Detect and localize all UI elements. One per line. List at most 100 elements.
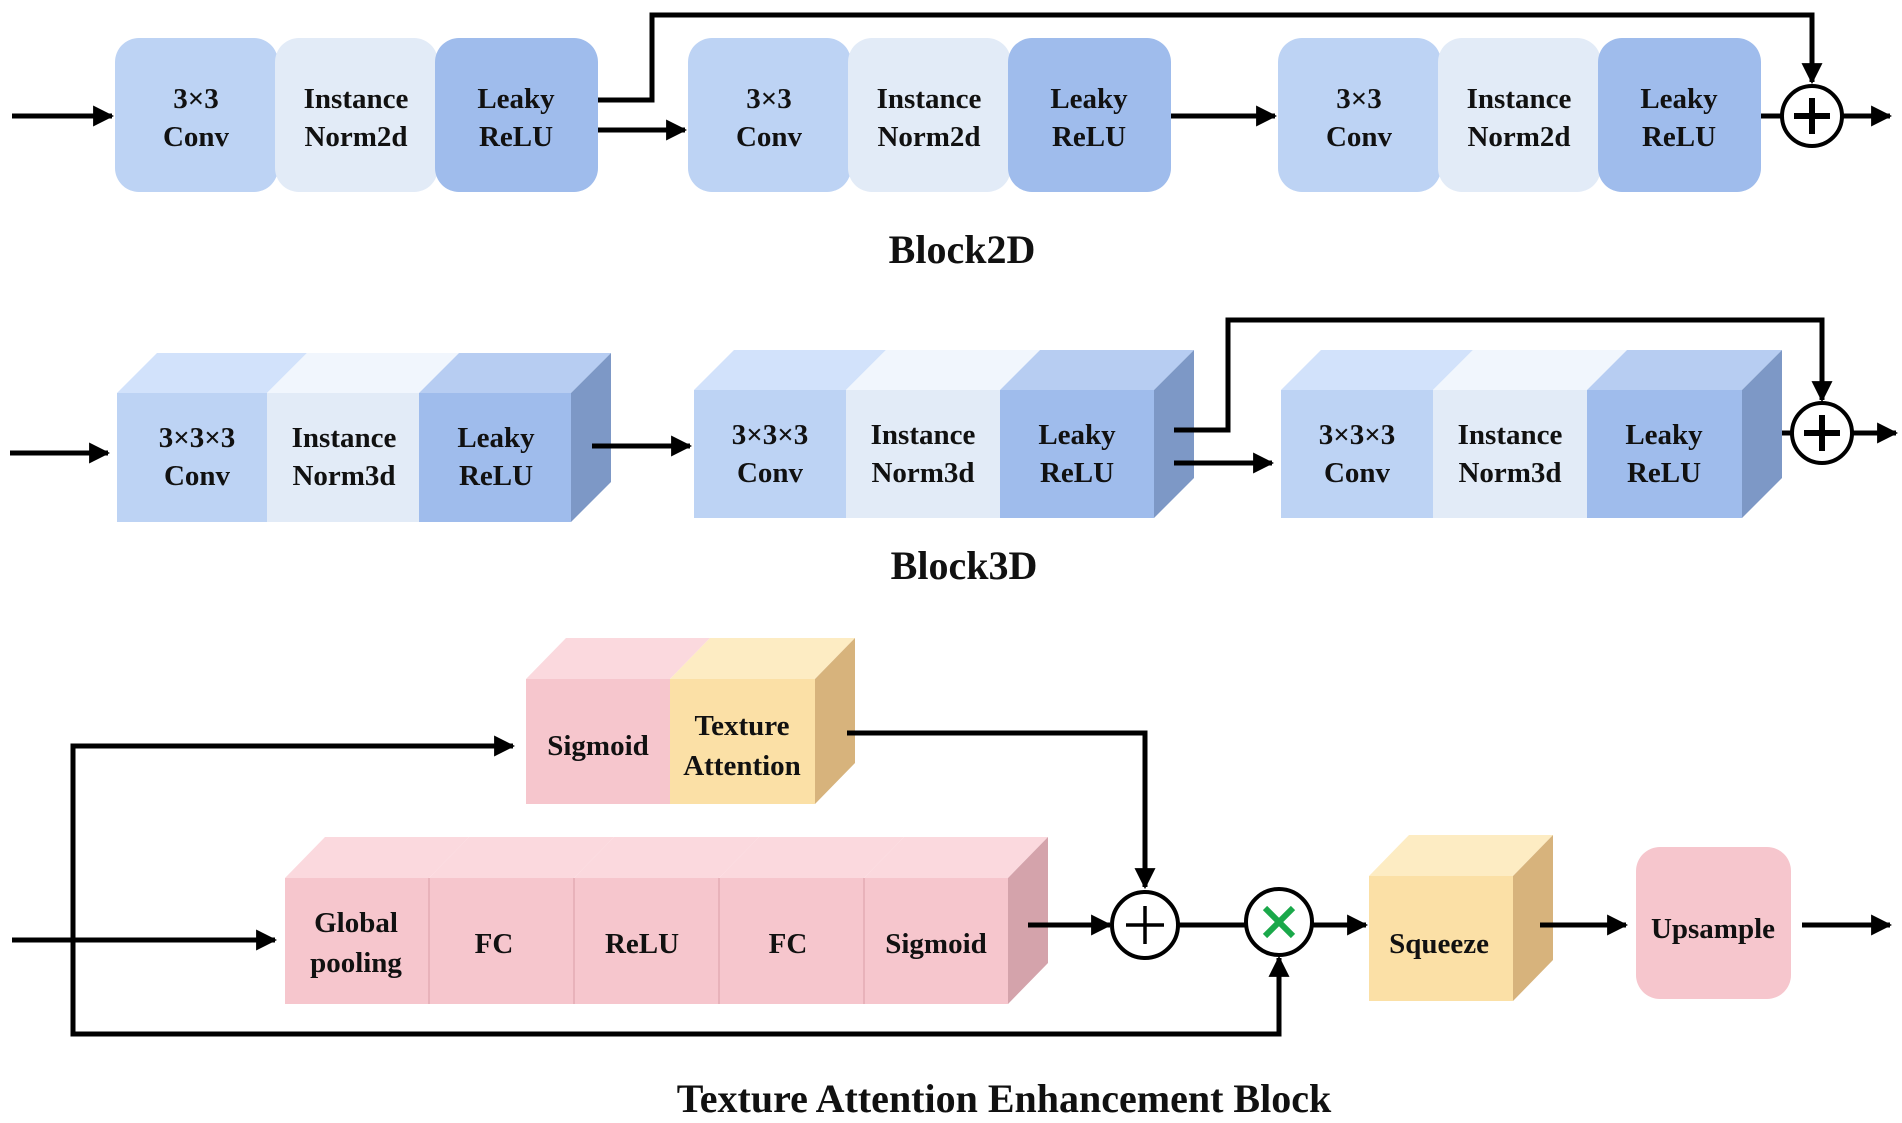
sigmoid-face [526,679,670,804]
cube-side [1154,350,1194,518]
conv-label-2: Conv [164,460,231,492]
texture-attention-cube: Sigmoid Texture Attention [526,638,855,804]
skip-connection-arrow [598,12,1823,103]
conv-label-1: 3×3×3 [732,419,809,451]
act-label-1: Leaky [477,83,555,115]
block3d-diagram: 3×3×3 Conv Instance Norm3d Leaky ReLU 3×… [10,317,1899,588]
sigmoid-top-label: Sigmoid [547,730,649,762]
conv-box [688,38,851,192]
texture-attention-label-2: Attention [683,750,801,782]
texture-face [670,679,815,804]
upsample-box: Upsample [1636,847,1791,999]
conv-label-1: 3×3 [746,83,792,115]
conv-label-2: Conv [736,121,803,153]
sigmoid-top [864,837,1048,878]
conv-label-1: 3×3 [1336,83,1382,115]
norm-top [846,350,1040,390]
norm-box [275,38,438,192]
conv-box [1278,38,1441,192]
to-texture-branch-arrow [70,735,516,940]
act-label-2: ReLU [1642,121,1716,153]
conv-label-2: Conv [1324,457,1391,489]
act-face [1000,390,1154,518]
skip-connection-arrow [1174,317,1833,433]
act-label-2: ReLU [1040,457,1114,489]
teb-diagram: Sigmoid Texture Attention Global pooling… [12,638,1893,1121]
norm-label-2: Norm2d [304,121,407,153]
block3d-group-2: 3×3×3 Conv Instance Norm3d Leaky ReLU [694,350,1194,518]
squeeze-side [1513,835,1553,1001]
block2d-diagram: 3×3 Conv Instance Norm2d Leaky ReLU 3×3 … [12,12,1893,272]
conv-face [694,390,846,518]
sigmoid-face [864,878,1008,1004]
conv-label-1: 3×3×3 [159,422,236,454]
global-pooling-label-2: pooling [310,947,402,979]
teb-title: Texture Attention Enhancement Block [677,1076,1332,1121]
act-top [419,353,611,393]
block2d-group-2: 3×3 Conv Instance Norm2d Leaky ReLU [688,38,1171,192]
norm-label-1: Instance [1458,419,1563,451]
squeeze-label: Squeeze [1389,928,1489,960]
fc2-top [719,837,904,878]
norm-face [846,390,1000,518]
cube-side [1008,837,1048,1004]
fc1-label: FC [475,928,514,960]
upsample-label: Upsample [1651,913,1775,945]
act-face [419,393,571,522]
conv-top [117,353,307,393]
norm-top [267,353,459,393]
fc1-top [429,837,614,878]
conv-label-1: 3×3 [173,83,219,115]
conv-box [115,38,278,192]
norm-face [1433,390,1587,518]
norm-label-1: Instance [292,422,397,454]
norm-box [848,38,1011,192]
norm-label-1: Instance [304,83,409,115]
cube-side [815,638,855,804]
norm-label-2: Norm3d [871,457,974,489]
norm-label-1: Instance [877,83,982,115]
norm-label-1: Instance [871,419,976,451]
relu-face [574,878,719,1004]
relu-top [574,837,759,878]
upsample-face [1636,847,1791,999]
texture-to-add-arrow [847,730,1156,890]
act-label-2: ReLU [479,121,553,153]
sigmoid-top [526,638,710,679]
texture-attention-label-1: Texture [694,710,789,742]
fc2-face [719,878,864,1004]
conv-face [1281,390,1433,518]
texture-top [670,638,855,679]
act-label-1: Leaky [1640,83,1718,115]
act-top [1587,350,1782,390]
act-box [435,38,598,192]
norm-label-2: Norm2d [1467,121,1570,153]
conv-label-2: Conv [1326,121,1393,153]
multiply-icon [1244,887,1314,957]
block2d-group-3: 3×3 Conv Instance Norm2d Leaky ReLU [1278,38,1761,192]
add-icon [1780,84,1844,148]
conv-label-1: 3×3×3 [1319,419,1396,451]
fc2-label: FC [769,928,808,960]
sigmoid-bottom-label: Sigmoid [885,928,987,960]
act-label-1: Leaky [1050,83,1128,115]
conv-label-2: Conv [737,457,804,489]
act-box [1598,38,1761,192]
conv-label-2: Conv [163,121,230,153]
norm-label-2: Norm2d [877,121,980,153]
cube-side [1742,350,1782,518]
act-face [1587,390,1742,518]
conv-face [117,393,267,522]
block3d-group-1: 3×3×3 Conv Instance Norm3d Leaky ReLU [117,353,611,522]
conv-top [694,350,886,390]
act-label-1: Leaky [1625,419,1703,451]
act-top [1000,350,1194,390]
squeeze-face [1369,876,1513,1001]
norm-label-1: Instance [1467,83,1572,115]
residual-arrow [70,940,1290,1037]
block2d-title: Block2D [889,227,1036,272]
act-label-2: ReLU [459,460,533,492]
act-label-1: Leaky [1038,419,1116,451]
squeeze-top [1369,835,1553,876]
add-icon [1110,890,1180,960]
